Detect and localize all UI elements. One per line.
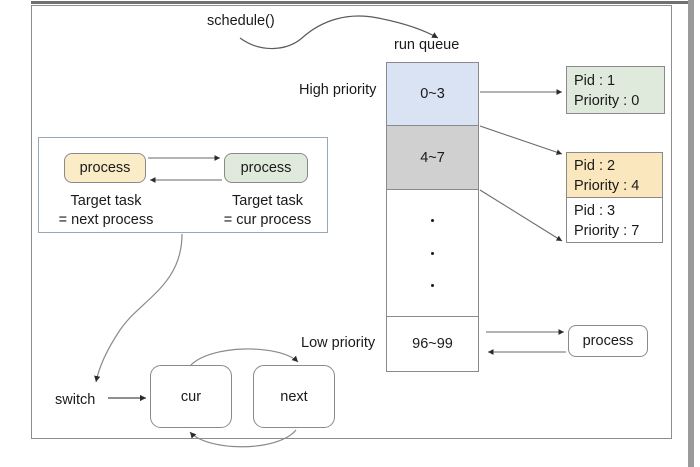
run-queue-label: run queue: [394, 37, 460, 53]
high-priority-label: High priority: [299, 82, 377, 98]
top-edge-shadow: [31, 1, 691, 4]
caption-line-1: Target task: [70, 193, 142, 209]
task-box-priority-line: Priority : 7: [574, 222, 640, 239]
task-box-priority-line: Priority : 4: [574, 177, 640, 194]
right-edge-bar: [688, 0, 694, 467]
process-box-cur: process: [224, 153, 308, 183]
process-box-next: process: [64, 153, 146, 183]
run-queue-cell-4-7: 4~7: [387, 126, 478, 190]
task-box-pid-line: Pid : 3: [574, 203, 616, 219]
schedule-label: schedule(): [207, 13, 275, 29]
run-queue-cell-ellipsis: [387, 190, 478, 317]
ellipsis-dot-icon: [431, 219, 434, 223]
task-box-pid-1: Pid : 1 Priority : 0: [566, 66, 665, 114]
target-task-caption-left: Target task = next process: [46, 192, 166, 230]
task-box-priority-line: Priority : 0: [574, 92, 640, 109]
ellipsis-dot-icon: [431, 283, 434, 287]
caption-line-2: = cur process: [223, 211, 312, 228]
task-box-pid-2: Pid : 2 Priority : 4: [567, 153, 662, 198]
task-box-pid-3: Pid : 3 Priority : 7: [567, 198, 662, 242]
low-priority-label: Low priority: [301, 335, 376, 351]
run-queue-table: 0~3 4~7 96~99: [386, 62, 479, 372]
ellipsis-dot-icon: [431, 251, 434, 255]
task-box-stack: Pid : 2 Priority : 4 Pid : 3 Priority : …: [566, 152, 663, 243]
task-box-pid-line: Pid : 2: [574, 158, 616, 174]
target-task-caption-right: Target task = cur process: [205, 192, 330, 230]
state-box-cur: cur: [150, 365, 232, 428]
run-queue-cell-0-3: 0~3: [387, 63, 478, 126]
caption-line-2: = next process: [58, 211, 154, 228]
switch-label: switch: [55, 392, 96, 408]
state-box-next: next: [253, 365, 335, 428]
caption-line-1: Target task: [232, 193, 303, 209]
task-box-pid-line: Pid : 1: [574, 73, 616, 89]
run-queue-cell-96-99: 96~99: [387, 317, 478, 371]
bottom-process-box: process: [568, 325, 648, 357]
